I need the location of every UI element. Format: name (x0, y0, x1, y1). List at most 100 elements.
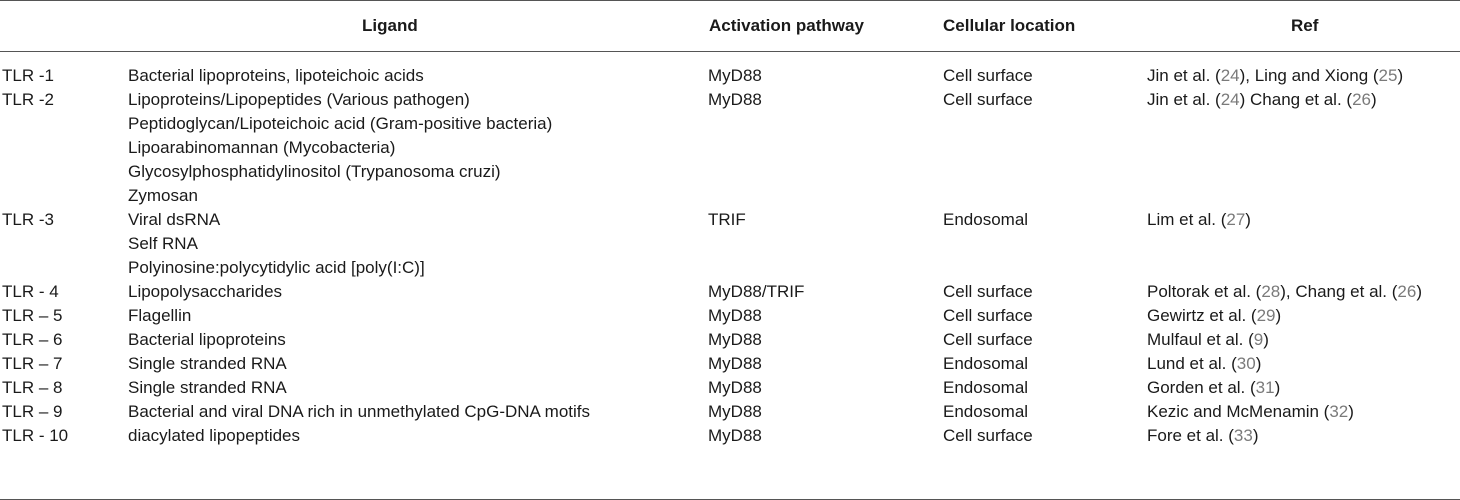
reference-text: Jin et al. ( (1147, 90, 1221, 109)
ligand-cell: Flagellin (128, 304, 708, 328)
header-activation-pathway: Activation pathway (709, 16, 864, 35)
ref-cell: Gorden et al. (31) (1147, 376, 1460, 400)
ref-cell: Mulfaul et al. (9) (1147, 328, 1460, 352)
reference-text: ), Ling and Xiong ( (1239, 66, 1379, 85)
reference-text: Fore et al. ( (1147, 426, 1234, 445)
receptor-cell: TLR – 6 (2, 330, 63, 349)
reference-text: ) (1245, 210, 1251, 229)
reference-number-link[interactable]: 25 (1378, 66, 1398, 85)
header-ligand: Ligand (362, 16, 418, 35)
table-row: TLR -2 Lipoproteins/Lipopeptides (Various… (0, 88, 1460, 208)
pathway-cell: MyD88 (708, 330, 762, 349)
ligand-cell: Single stranded RNA (128, 352, 708, 376)
pathway-cell: MyD88 (708, 402, 762, 421)
reference-number-link[interactable]: 32 (1329, 402, 1349, 421)
reference-text: Lim et al. ( (1147, 210, 1227, 229)
ligand-cell: Lipopolysaccharides (128, 280, 708, 304)
receptor-cell: TLR – 8 (2, 378, 63, 397)
reference-text: Gewirtz et al. ( (1147, 306, 1257, 325)
location-cell: Endosomal (943, 378, 1029, 397)
ref-cell: Gewirtz et al. (29) (1147, 304, 1460, 328)
reference-number-link[interactable]: 9 (1253, 330, 1264, 349)
ligand-line: Single stranded RNA (128, 378, 287, 397)
reference-number-link[interactable]: 28 (1261, 282, 1281, 301)
pathway-cell: MyD88 (708, 90, 762, 109)
reference-text: ) (1397, 66, 1404, 85)
reference-text: ) (1275, 306, 1282, 325)
ligand-line: Self RNA (128, 234, 198, 253)
pathway-cell: MyD88 (708, 306, 762, 325)
receptor-cell: TLR - 10 (2, 426, 69, 445)
header-ref: Ref (1291, 16, 1319, 35)
pathway-cell: MyD88 (708, 354, 762, 373)
ligand-line: Bacterial lipoproteins (128, 330, 286, 349)
reference-number-link[interactable]: 33 (1233, 426, 1253, 445)
reference-number-link[interactable]: 30 (1236, 354, 1256, 373)
ligand-line: Lipoarabinomannan (Mycobacteria) (128, 138, 396, 157)
reference-text: ), Chang et al. ( (1280, 282, 1398, 301)
reference-number-link[interactable]: 24 (1220, 66, 1240, 85)
ligand-cell: diacylated lipopeptides (128, 424, 708, 448)
pathway-cell: MyD88/TRIF (708, 282, 805, 301)
receptor-cell: TLR – 7 (2, 354, 63, 373)
table-row: TLR – 8 Single stranded RNA MyD88 Endosomal… (0, 376, 1460, 400)
reference-text: Kezic and McMenamin ( (1147, 402, 1330, 421)
receptor-cell: TLR - 4 (2, 282, 59, 301)
reference-text: ) (1252, 426, 1259, 445)
pathway-cell: MyD88 (708, 378, 762, 397)
ligand-line: Single stranded RNA (128, 354, 287, 373)
ligand-line: Bacterial lipoproteins, lipoteichoic aci… (128, 66, 424, 85)
reference-text: ) (1274, 378, 1281, 397)
reference-text: Gorden et al. ( (1147, 378, 1256, 397)
ligand-line: diacylated lipopeptides (128, 426, 301, 445)
reference-text: ) (1255, 354, 1262, 373)
table-row: TLR – 7 Single stranded RNA MyD88 Endosomal… (0, 352, 1460, 376)
receptor-cell: TLR -2 (2, 90, 54, 109)
pathway-cell: MyD88 (708, 426, 762, 445)
ref-cell: Lim et al. (27) (1147, 208, 1460, 280)
reference-text: Lund et al. ( (1147, 354, 1237, 373)
pathway-cell: TRIF (708, 210, 746, 229)
ligand-cell: Bacterial lipoproteins, lipoteichoic aci… (128, 64, 708, 88)
reference-text: Mulfaul et al. ( (1147, 330, 1254, 349)
reference-text: ) (1416, 282, 1423, 301)
table-row: TLR – 9 Bacterial and viral DNA rich in u… (0, 400, 1460, 424)
ligand-cell: Lipoproteins/Lipopeptides (Various patho… (128, 88, 708, 208)
ligand-cell: Bacterial and viral DNA rich in unmethyl… (128, 400, 708, 424)
location-cell: Endosomal (943, 354, 1029, 373)
header-separator-rule (0, 51, 1460, 52)
reference-text: ) (1371, 90, 1377, 109)
reference-text: Jin et al. ( (1147, 66, 1221, 85)
ref-cell: Poltorak et al. (28), Chang et al. (26) (1147, 280, 1460, 304)
location-cell: Endosomal (943, 402, 1029, 421)
reference-number-link[interactable]: 27 (1226, 210, 1246, 229)
reference-number-link[interactable]: 26 (1397, 282, 1417, 301)
ref-cell: Jin et al. (24) Chang et al. (26) (1147, 88, 1460, 208)
ref-cell: Jin et al. (24), Ling and Xiong (25) (1147, 64, 1460, 88)
reference-number-link[interactable]: 26 (1352, 90, 1371, 109)
reference-text: ) (1348, 402, 1354, 421)
receptor-cell: TLR – 9 (2, 402, 63, 421)
ligand-line: Lipoproteins/Lipopeptides (Various patho… (128, 90, 470, 109)
reference-number-link[interactable]: 29 (1256, 306, 1276, 325)
location-cell: Cell surface (943, 66, 1033, 85)
location-cell: Cell surface (943, 282, 1033, 301)
location-cell: Endosomal (943, 210, 1029, 229)
table-top-rule (0, 0, 1460, 1)
reference-number-link[interactable]: 31 (1255, 378, 1275, 397)
ligand-line: Polyinosine:polycytidylic acid [poly(I:C… (128, 258, 425, 277)
location-cell: Cell surface (943, 306, 1033, 325)
ref-cell: Fore et al. (33) (1147, 424, 1460, 448)
ligand-cell: Bacterial lipoproteins (128, 328, 708, 352)
reference-number-link[interactable]: 24 (1220, 90, 1240, 109)
location-cell: Cell surface (943, 426, 1033, 445)
ref-cell: Lund et al. (30) (1147, 352, 1460, 376)
header-cellular-location: Cellular location (943, 16, 1076, 35)
